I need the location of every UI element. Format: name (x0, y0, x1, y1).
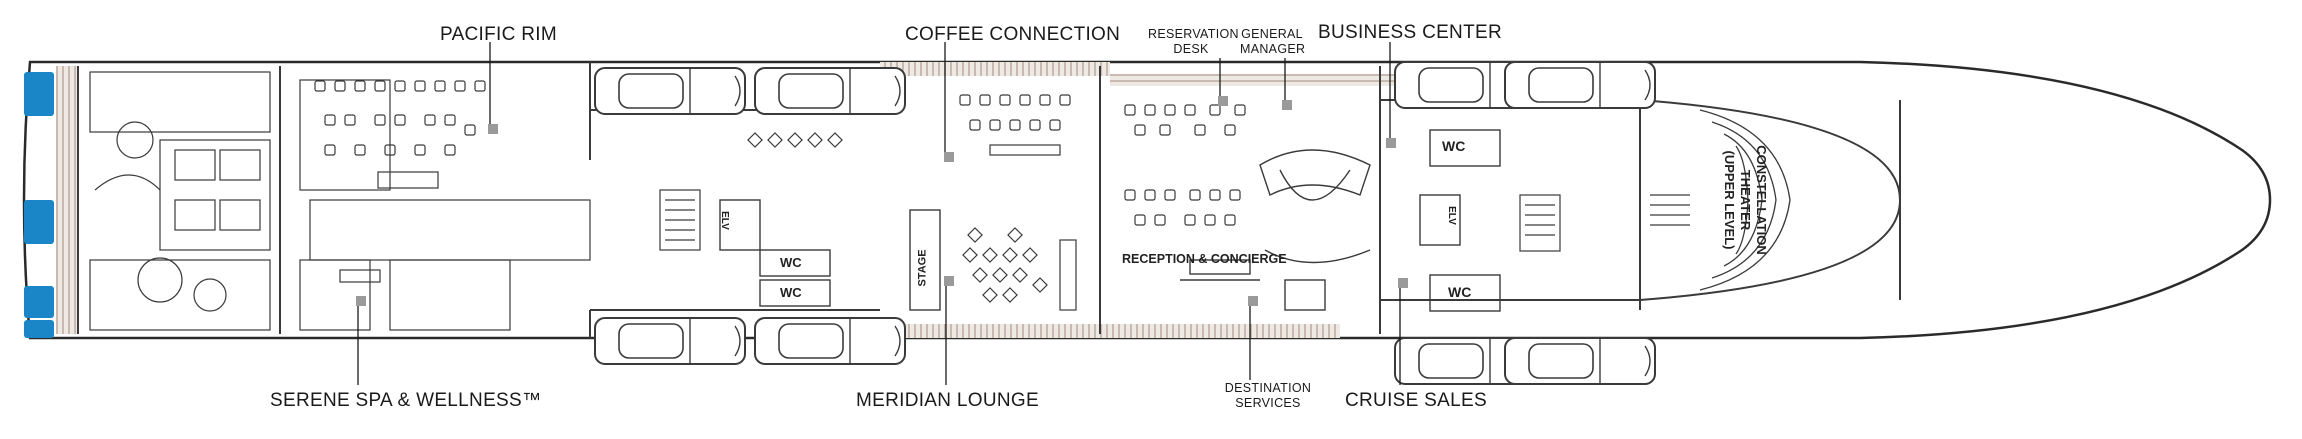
label-elv: ELV (718, 211, 730, 230)
label-reservation-desk: RESERVATION DESK (1148, 27, 1239, 56)
callout-leaders (357, 42, 1401, 385)
label-pacific-rim: PACIFIC RIM (440, 24, 557, 45)
promenade-top (880, 62, 1110, 76)
promenade-bottom (880, 324, 1340, 338)
stern-accents (24, 72, 54, 338)
label-elv: ELV (1445, 206, 1457, 225)
stern-deck (56, 66, 78, 334)
lifeboat-icon (594, 67, 746, 115)
label-destination-services: DESTINATION SERVICES (1224, 381, 1312, 410)
atrium (1180, 149, 1371, 311)
theater-seating (1650, 109, 1791, 291)
coffee-connection-seating (747, 94, 1071, 156)
label-general-manager: GENERAL MANAGER (1240, 27, 1306, 56)
lifeboat-icon (754, 317, 906, 365)
label-serene-spa: SERENE SPA & WELLNESS™ (270, 390, 542, 411)
label-wc: WC (780, 285, 802, 300)
label-meridian-lounge: MERIDIAN LOUNGE (856, 390, 1039, 411)
stairs-icon (659, 189, 1641, 260)
callout-markers (356, 96, 1408, 306)
wc-room (759, 249, 831, 277)
wc-room (1429, 274, 1501, 312)
label-wc: WC (1442, 138, 1466, 154)
spa-area (89, 71, 511, 331)
label-stage: STAGE (916, 249, 929, 287)
label-wc: WC (780, 255, 802, 270)
label-constellation-theater: CONSTELLATION THEATER (UPPER LEVEL) (1722, 145, 1769, 255)
label-wc: WC (1448, 284, 1472, 300)
lifeboat-icon (1504, 61, 1656, 109)
meridian-lounge-seating (909, 209, 1077, 311)
pacific-rim-area (309, 80, 591, 261)
label-reception-concierge: RECEPTION & CONCIERGE (1122, 252, 1287, 266)
lifeboat-icon (594, 317, 746, 365)
stern-badge-middle (24, 200, 54, 244)
label-business-center: BUSINESS CENTER (1318, 22, 1502, 43)
lifeboat-icon (754, 67, 906, 115)
lifeboat-icon (1504, 337, 1656, 385)
elevator-icon (719, 194, 1461, 251)
wc-room (759, 279, 831, 307)
stern-badge-top (24, 72, 54, 116)
label-coffee-connection: COFFEE CONNECTION (905, 24, 1121, 45)
label-cruise-sales: CRUISE SALES (1345, 390, 1487, 411)
stern-badge-bottom (24, 320, 54, 338)
wc-room (1429, 129, 1501, 167)
